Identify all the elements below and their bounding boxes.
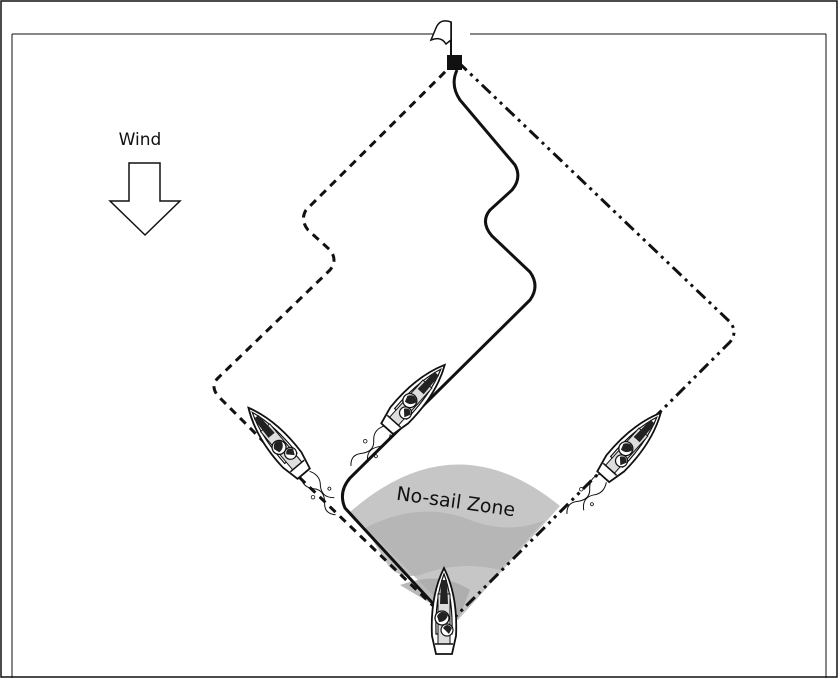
wind-label: Wind [119,130,162,150]
no-sail-zone: No-sail Zone [350,464,560,620]
sailboat-icon [560,403,671,524]
dash-dot-course-line [448,60,736,624]
sailboat-icon [238,398,347,521]
flag-icon [429,20,452,58]
wind-arrow-icon [108,162,182,237]
sailboat-icon [344,355,455,476]
solid-course-line [340,69,537,624]
mark-buoy-icon [447,55,462,70]
dashed-course-line [212,60,457,624]
